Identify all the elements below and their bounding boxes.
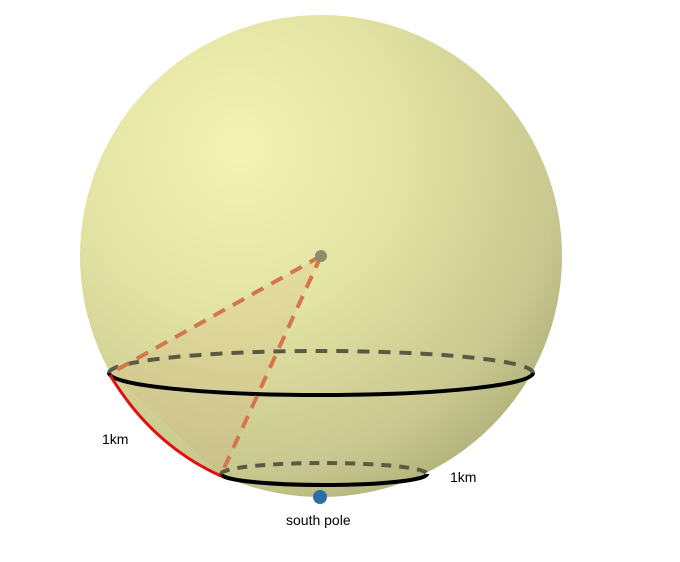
sector-triangle [111,256,321,475]
south-pole-point [313,490,327,504]
latitude-circle-small-front [219,473,429,487]
south-pole-label: south pole [286,512,351,528]
circle-length-label: 1km [450,469,476,485]
center-point [315,250,327,262]
latitude-circle-large-front [107,372,535,397]
latitude-circle-large-back [107,349,535,374]
radius-to-large-circle [110,254,322,375]
arc-length-label: 1km [102,431,128,447]
radius-to-small-circle [219,255,323,476]
meridian-arc [108,374,222,478]
